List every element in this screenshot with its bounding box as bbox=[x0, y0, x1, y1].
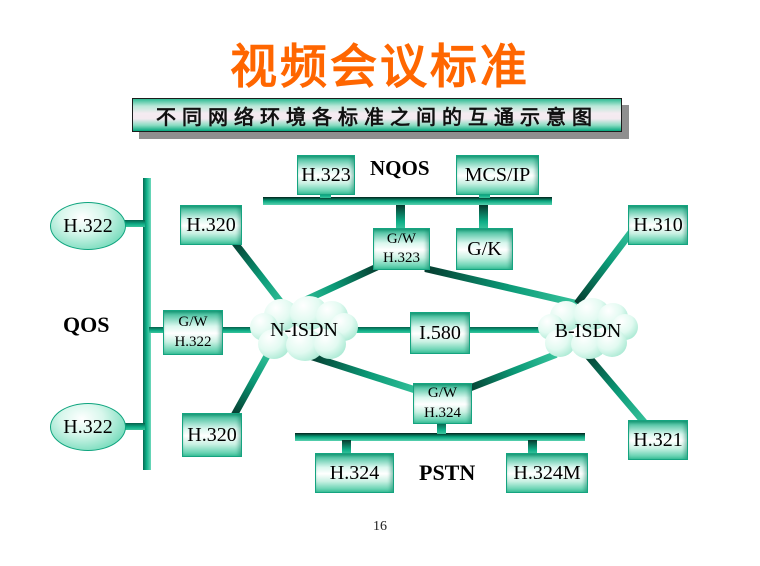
node-h320-bottom: H.320 bbox=[182, 413, 242, 457]
node-h310: H.310 bbox=[628, 205, 688, 245]
pstn-label: PSTN bbox=[419, 460, 476, 485]
node-mcsip: MCS/IP bbox=[456, 155, 539, 195]
node-h320-top: H.320 bbox=[180, 205, 242, 245]
slide-title: 视频会议标准 bbox=[230, 40, 530, 93]
node-h324m: H.324M bbox=[506, 453, 588, 493]
node-h323: H.323 bbox=[297, 155, 355, 195]
connector-bus-gwh323 bbox=[396, 205, 405, 229]
connector-h322top-bar bbox=[120, 220, 145, 227]
connector-bus-h324m bbox=[528, 440, 537, 454]
connector-bus-h324 bbox=[342, 440, 351, 454]
node-i580: I.580 bbox=[410, 312, 470, 354]
node-h324: H.324 bbox=[315, 453, 394, 493]
connector-gwh324-bus bbox=[437, 420, 446, 434]
n-isdn-label: N-ISDN bbox=[270, 318, 338, 341]
b-isdn-label: B-ISDN bbox=[554, 319, 622, 342]
qos-bus-bar bbox=[143, 178, 151, 470]
node-n-isdn-cloud: N-ISDN bbox=[250, 296, 358, 361]
nqos-label: NQOS bbox=[370, 156, 430, 180]
page-number: 16 bbox=[373, 519, 387, 534]
qos-label: QOS bbox=[63, 312, 110, 337]
pstn-bus-bar bbox=[295, 433, 585, 441]
subtitle-text: 不同网络环境各标准之间的互通示意图 bbox=[156, 106, 598, 129]
node-gatekeeper: G/K bbox=[456, 228, 513, 270]
link-bisdn-h321 bbox=[582, 350, 649, 427]
subtitle-banner: 不同网络环境各标准之间的互通示意图 bbox=[132, 98, 622, 132]
connector-h322bottom-bar bbox=[120, 423, 145, 430]
nqos-bus-bar bbox=[263, 197, 552, 205]
link-i580-bisdn bbox=[466, 327, 547, 333]
connector-bus-gk bbox=[479, 205, 488, 229]
node-h322-bottom: H.322 bbox=[50, 403, 126, 451]
node-h322-top: H.322 bbox=[50, 202, 126, 250]
link-nisdn-i580 bbox=[350, 327, 412, 333]
node-b-isdn-cloud: B-ISDN bbox=[538, 298, 638, 361]
node-h321: H.321 bbox=[628, 420, 688, 460]
